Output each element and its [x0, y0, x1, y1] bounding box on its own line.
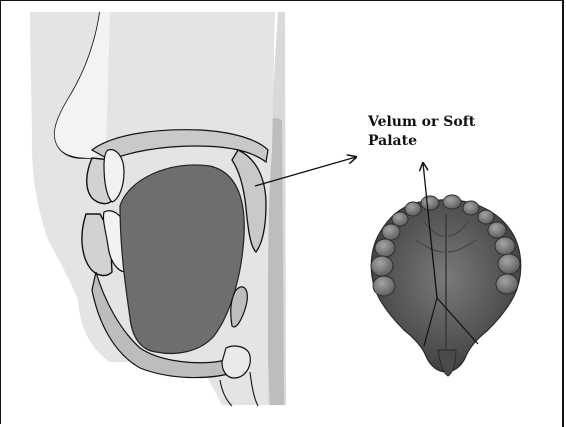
tooth: [375, 239, 395, 257]
velum-label-line1: Velum or Soft: [368, 114, 475, 130]
velum-label-line2: Palate: [368, 133, 417, 149]
tooth: [463, 201, 479, 215]
tooth: [405, 202, 421, 216]
upper-palate-cast: [371, 195, 521, 376]
tooth: [392, 212, 408, 226]
tooth: [488, 222, 506, 238]
velum-label: Velum or Soft Palate: [368, 113, 518, 151]
tooth: [496, 274, 518, 294]
tooth: [478, 210, 494, 224]
tooth: [382, 224, 400, 240]
tooth: [443, 195, 461, 209]
uvula: [438, 350, 456, 376]
tooth: [371, 256, 393, 276]
tooth: [373, 276, 395, 296]
tooth: [495, 237, 515, 255]
tooth: [421, 196, 439, 210]
tooth: [498, 254, 520, 274]
sagittal-head-section: [30, 12, 286, 406]
